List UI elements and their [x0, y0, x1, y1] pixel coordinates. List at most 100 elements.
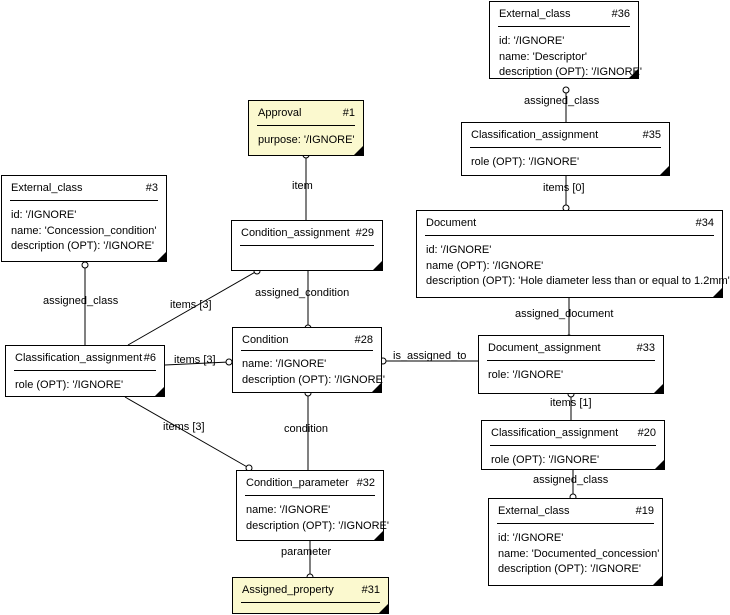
entity-number: #33: [636, 342, 655, 354]
entity-number: #34: [695, 217, 714, 229]
entity-name: Classification_assignment: [15, 352, 143, 364]
attribute: description (OPT): '/IGNORE': [11, 240, 154, 252]
entity-document-34[interactable]: Document #34 id: '/IGNORE' name (OPT): '/…: [416, 210, 730, 298]
link-label: assigned_class: [524, 95, 600, 107]
attribute: name: 'Descriptor': [499, 50, 587, 63]
corner-marker: [653, 576, 662, 585]
attribute: name (OPT): '/IGNORE': [426, 259, 544, 272]
attribute: name: '/IGNORE': [242, 358, 327, 370]
entity-name: Document_assignment: [488, 342, 601, 354]
entity-number: #29: [355, 227, 374, 239]
corner-marker: [379, 604, 388, 613]
corner-marker: [660, 166, 669, 175]
link-label: items [3]: [170, 299, 212, 311]
entity-condition-28[interactable]: Condition #28 name: '/IGNORE' description…: [232, 327, 385, 393]
attribute: description (OPT): '/IGNORE': [246, 519, 389, 532]
attribute: id: '/IGNORE': [11, 209, 77, 221]
entity-name: Condition: [242, 334, 289, 346]
entity-number: #19: [635, 505, 654, 517]
entity-name: Condition_assignment: [241, 227, 350, 239]
divider: [470, 147, 661, 148]
corner-marker: [629, 69, 638, 78]
entity-name: External_class: [499, 8, 571, 20]
entity-name: Document: [426, 217, 477, 229]
entity-name: Assigned_property: [242, 584, 334, 596]
link-label: condition: [284, 423, 329, 435]
divider: [241, 602, 380, 603]
attribute: role (OPT): '/IGNORE': [491, 454, 600, 466]
attribute: id: '/IGNORE': [499, 35, 565, 47]
link-6-29: [127, 270, 258, 346]
corner-marker: [155, 387, 164, 396]
divider: [14, 370, 156, 371]
entity-document-assignment-33[interactable]: Document_assignment #33 role: '/IGNORE': [478, 335, 664, 394]
attribute: description (OPT): 'Hole diameter less t…: [426, 275, 730, 287]
link-label: items [0]: [543, 182, 585, 194]
attribute: id: '/IGNORE': [498, 532, 564, 544]
entity-name: Classification_assignment: [471, 129, 599, 141]
link-end-circle: [562, 86, 570, 94]
entity-classification-assignment-20[interactable]: Classification_assignment #20 role (OPT):…: [481, 420, 665, 470]
entity-classification-assignment-6[interactable]: Classification_assignment#6 role (OPT): …: [5, 345, 165, 397]
corner-marker: [374, 531, 383, 540]
attribute: id: '/IGNORE': [426, 244, 492, 256]
entity-external-class-36[interactable]: External_class #36 id: '/IGNORE' name: 'D…: [489, 1, 642, 79]
attribute: name: 'Concession_condition': [11, 224, 157, 237]
divider: [10, 200, 158, 201]
entity-number: #31: [361, 584, 380, 596]
entity-classification-assignment-35[interactable]: Classification_assignment #35 role (OPT):…: [461, 122, 670, 176]
corner-marker: [655, 460, 664, 469]
divider: [257, 125, 355, 126]
entity-number: #6: [143, 352, 156, 364]
link-label: items [3]: [163, 421, 205, 433]
divider: [245, 495, 375, 496]
entity-name: External_class: [11, 182, 83, 194]
entity-name: Condition_parameter: [246, 477, 349, 489]
divider: [497, 523, 654, 524]
link-label: assigned_document: [515, 308, 614, 320]
link-label: items [3]: [174, 354, 216, 366]
entity-number: #28: [354, 334, 373, 346]
divider: [425, 235, 714, 236]
attribute: role: '/IGNORE': [488, 369, 564, 381]
divider: [241, 350, 373, 351]
attribute: description (OPT): '/IGNORE': [498, 563, 641, 575]
entity-number: #32: [356, 477, 375, 489]
entity-condition-assignment-29[interactable]: Condition_assignment #29: [231, 220, 383, 271]
corner-marker: [654, 384, 663, 393]
attribute: role (OPT): '/IGNORE': [471, 156, 580, 168]
link-label: assigned_condition: [255, 287, 350, 299]
corner-marker: [373, 261, 382, 270]
link-label: items [1]: [550, 397, 592, 409]
entity-condition-parameter-32[interactable]: Condition_parameter #32 name: '/IGNORE' d…: [236, 470, 389, 541]
divider: [490, 445, 656, 446]
entity-number: #1: [342, 107, 355, 119]
link-6-32: [124, 396, 250, 469]
corner-marker: [157, 252, 166, 261]
entity-external-class-19[interactable]: External_class#19 id: '/IGNORE' name: 'D…: [488, 498, 663, 586]
link-label: assigned_class: [43, 295, 119, 307]
link-label: is_assigned_to: [393, 350, 467, 362]
divider: [487, 360, 655, 361]
corner-marker: [354, 146, 363, 155]
link-label: assigned_class: [533, 474, 609, 486]
entity-number: #36: [611, 8, 630, 20]
entity-name: Classification_assignment: [491, 427, 619, 439]
entity-number: #35: [642, 129, 661, 141]
corner-marker: [372, 383, 381, 392]
entity-assigned-property-31[interactable]: Assigned_property #31: [232, 577, 389, 614]
entity-external-class-3[interactable]: External_class #3 id: '/IGNORE' name: 'Co…: [1, 175, 167, 262]
attribute: role (OPT): '/IGNORE': [15, 379, 124, 391]
attribute: name: '/IGNORE': [246, 504, 331, 516]
entity-number: #3: [145, 182, 158, 194]
link-6-28: [164, 361, 230, 366]
attribute: purpose: '/IGNORE': [258, 134, 355, 146]
attribute: name: 'Documented_concession': [498, 547, 660, 560]
attribute: description (OPT): '/IGNORE': [242, 373, 385, 386]
corner-marker: [713, 288, 722, 297]
divider: [498, 26, 630, 27]
link-label: parameter: [281, 546, 332, 558]
entity-number: #20: [637, 427, 656, 439]
divider: [240, 245, 374, 246]
entity-approval-1[interactable]: Approval#1 purpose: '/IGNORE': [248, 100, 364, 156]
